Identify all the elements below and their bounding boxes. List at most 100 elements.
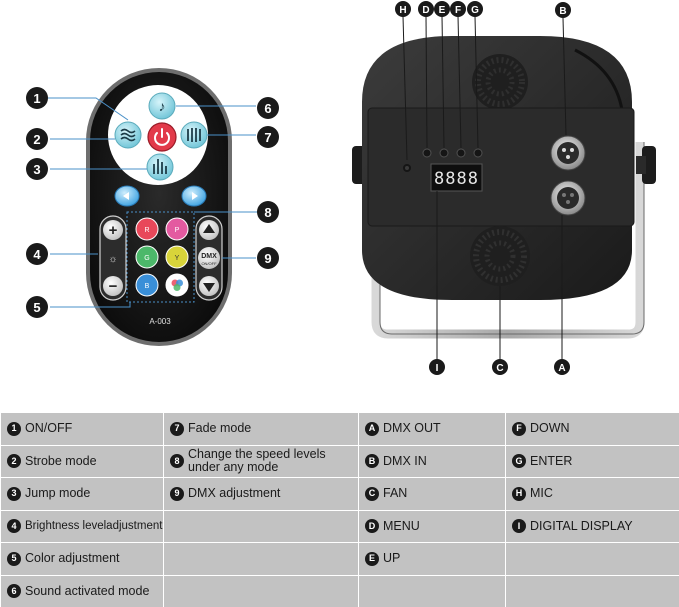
- legend-badge: 4: [7, 519, 21, 534]
- svg-text:2: 2: [33, 132, 40, 147]
- svg-text:6: 6: [264, 101, 271, 116]
- dmx-onoff-button[interactable]: DMX ON/OFF: [198, 247, 220, 269]
- callout-5: 5: [26, 296, 48, 318]
- legend-cell: [505, 542, 679, 576]
- callout-3: 3: [26, 158, 48, 180]
- legend-badge: F: [512, 421, 526, 436]
- callout-9: 9: [257, 247, 279, 269]
- callout-I: I: [429, 359, 445, 375]
- arrow-left-icon: [123, 192, 129, 200]
- legend-badge: H: [512, 486, 526, 501]
- lamp-callouts: H D E F G B I C A: [395, 1, 571, 375]
- fade-bars-icon: [187, 128, 201, 142]
- lamp-callout-lines: [402, 15, 567, 360]
- legend-label: Strobe mode: [25, 453, 97, 468]
- svg-text:9: 9: [264, 251, 271, 266]
- color-key-red[interactable]: R: [135, 217, 159, 241]
- legend-cell: [163, 542, 359, 576]
- legend-entry: 7 Fade mode: [170, 422, 352, 436]
- digital-display: 8888: [430, 163, 483, 192]
- callout-7: 7: [257, 126, 279, 148]
- rainbow-icon: [171, 279, 183, 291]
- legend-badge: 7: [170, 421, 184, 436]
- minus-icon: −: [109, 278, 118, 295]
- legend-badge: D: [365, 519, 379, 534]
- dmx-out-connector: [550, 180, 586, 216]
- fade-button[interactable]: [180, 121, 208, 149]
- legend-label: Color adjustment: [25, 551, 120, 566]
- svg-text:A: A: [558, 363, 565, 374]
- svg-text:1: 1: [33, 91, 40, 106]
- legend-label: Brightness leveladjustment: [25, 520, 163, 533]
- legend-label: Jump mode: [25, 486, 91, 501]
- legend-badge: G: [512, 454, 526, 469]
- legend-cell: [163, 574, 359, 607]
- brightness-down-button[interactable]: −: [103, 276, 123, 296]
- legend-badge: 1: [7, 421, 21, 436]
- dmx-in-connector: [550, 135, 586, 171]
- music-note-icon: ♪: [159, 98, 166, 114]
- legend-badge: I: [512, 519, 526, 534]
- legend-label: UP: [383, 551, 401, 566]
- callout-2: 2: [26, 128, 48, 150]
- speed-down-button[interactable]: [114, 185, 140, 207]
- dmx-up-button[interactable]: [199, 220, 219, 240]
- legend-badge: 8: [170, 454, 184, 469]
- color-key-green[interactable]: G: [135, 245, 159, 269]
- legend-badge: E: [365, 551, 379, 566]
- legend-label: Fade mode: [188, 421, 252, 436]
- legend-cell: I DIGITAL DISPLAY: [505, 509, 679, 543]
- svg-text:D: D: [422, 5, 429, 16]
- legend-cell: 4 Brightness leveladjustment: [0, 509, 164, 543]
- top-fan-grille: [472, 54, 528, 110]
- color-key-blue[interactable]: B: [135, 273, 159, 297]
- svg-text:E: E: [439, 5, 446, 16]
- svg-text:8: 8: [264, 205, 271, 220]
- bottom-fan-grille: [470, 226, 530, 286]
- color-key-yellow[interactable]: Y: [165, 245, 189, 269]
- legend-label: DIGITAL DISPLAY: [530, 518, 633, 533]
- color-key-rainbow[interactable]: [165, 273, 189, 297]
- triangle-down-icon: [203, 283, 215, 292]
- speed-up-button[interactable]: [181, 185, 207, 207]
- dmx-label: DMX: [201, 253, 217, 260]
- color-key-pink[interactable]: P: [165, 217, 189, 241]
- jump-button[interactable]: [146, 153, 174, 181]
- triangle-up-icon: [203, 224, 215, 233]
- sound-button[interactable]: ♪: [148, 92, 176, 120]
- legend-badge: C: [365, 486, 379, 501]
- remote-model-label: A-003: [149, 317, 171, 326]
- strobe-button[interactable]: [114, 121, 142, 149]
- dmx-down-button[interactable]: [199, 276, 219, 296]
- legend-badge: 6: [7, 584, 21, 599]
- jump-bars-icon: [153, 159, 167, 174]
- legend-cell: E UP: [358, 542, 506, 576]
- svg-text:H: H: [399, 5, 406, 16]
- callout-A: A: [554, 359, 570, 375]
- svg-text:3: 3: [33, 162, 40, 177]
- plus-icon: +: [109, 222, 118, 239]
- legend-cell: [163, 509, 359, 543]
- legend-entry: 4 Brightness leveladjustment: [7, 519, 162, 534]
- color-key-label: R: [144, 227, 149, 234]
- legend-label: Change the speed levels under any mode: [188, 447, 326, 475]
- brightness-up-button[interactable]: +: [103, 220, 123, 240]
- callout-G: G: [467, 1, 483, 17]
- power-button[interactable]: [147, 122, 177, 152]
- color-key-label: P: [175, 227, 180, 234]
